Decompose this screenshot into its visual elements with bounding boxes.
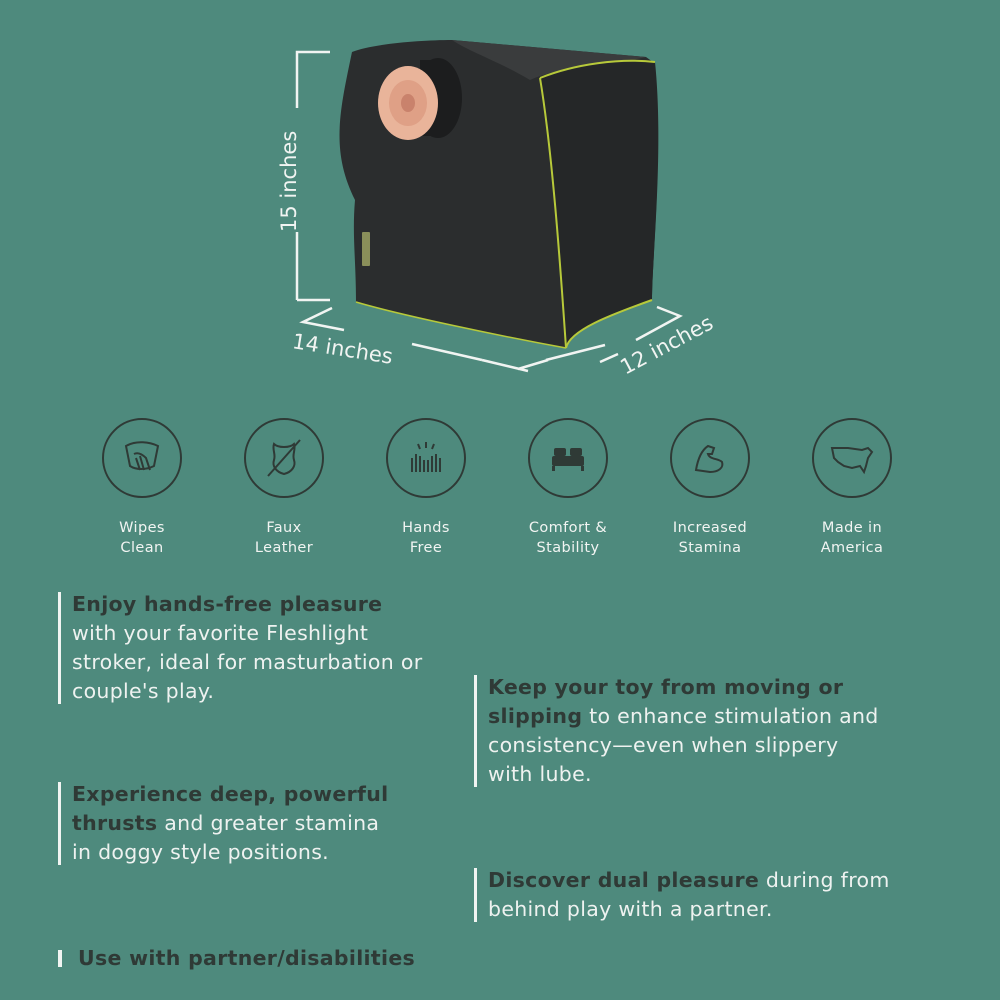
usa-map-icon [812, 418, 892, 498]
accent-bar [58, 782, 61, 865]
wipe-cloth-icon [102, 418, 182, 498]
faux-leather-icon [244, 418, 324, 498]
copy-block-hands-free: Enjoy hands-free pleasure with your favo… [58, 590, 472, 706]
accent-bar [474, 868, 477, 922]
accent-bar [58, 950, 62, 967]
stroker-sleeve [378, 58, 462, 140]
bed-icon [528, 418, 608, 498]
accent-bar [58, 592, 61, 704]
hands-free-icon [386, 418, 466, 498]
copy-block-dual-pleasure: Discover dual pleasure during from behin… [474, 866, 958, 924]
positioning-cube [339, 40, 659, 349]
muscle-arm-icon [670, 418, 750, 498]
accent-bar [474, 675, 477, 787]
dimension-lines [295, 50, 683, 373]
product-illustration [295, 40, 683, 373]
copy-block-no-slip: Keep your toy from moving or slipping to… [474, 673, 958, 789]
feature-comfort-stability: Comfort &Stability [498, 418, 638, 558]
height-label: 15 inches [277, 130, 301, 232]
copy-block-deep-thrusts: Experience deep, powerful thrusts and gr… [58, 780, 472, 867]
copy-block-partner-disabilities: Use with partner/disabilities [58, 944, 498, 973]
